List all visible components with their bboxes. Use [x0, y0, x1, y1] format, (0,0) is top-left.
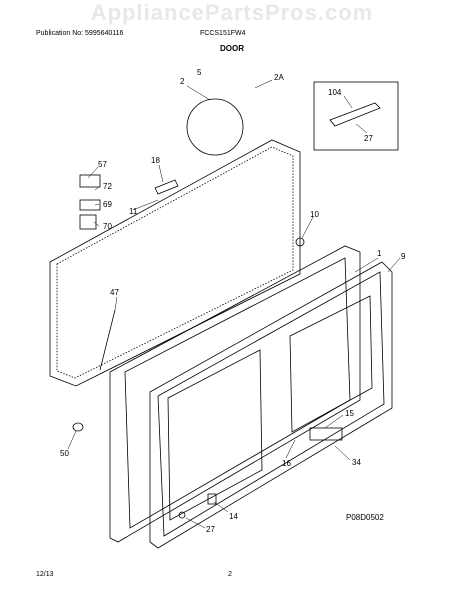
leader-lines [67, 79, 401, 529]
screw-part [207, 493, 217, 505]
hinge-detail-circle [186, 98, 244, 156]
lock-part [79, 174, 101, 188]
callout-34: 34 [352, 458, 361, 467]
callout-104: 104 [328, 88, 342, 97]
callout-50: 50 [60, 449, 69, 458]
callout-11: 11 [129, 207, 138, 216]
outer-door-panel [149, 261, 393, 549]
footer-page-number: 2 [228, 571, 232, 578]
callout-27-top: 27 [364, 134, 373, 143]
bumper-part [72, 422, 84, 432]
callout-57: 57 [98, 160, 107, 169]
callout-5: 5 [197, 68, 202, 77]
model-number: FCCS151FW4 [200, 30, 246, 37]
door-liner [49, 139, 301, 387]
door-gasket [109, 245, 361, 543]
callout-10: 10 [310, 210, 319, 219]
callout-15: 15 [345, 409, 354, 418]
callout-16: 16 [282, 459, 291, 468]
plug-part [295, 237, 305, 247]
callout-70: 70 [103, 222, 112, 231]
wire-harness [99, 309, 116, 371]
footer-date: 12/13 [36, 571, 54, 578]
callout-2a: 2A [274, 73, 284, 82]
callout-14: 14 [229, 512, 238, 521]
callout-72: 72 [103, 182, 112, 191]
callout-9: 9 [401, 252, 406, 261]
handle-part [309, 427, 343, 441]
lock-cover-part [79, 214, 97, 230]
lock-plate-part [79, 199, 101, 211]
callout-1: 1 [377, 249, 382, 258]
section-title: DOOR [220, 44, 244, 53]
callout-18: 18 [151, 156, 160, 165]
inset-box [313, 81, 399, 151]
callout-27-bottom: 27 [206, 525, 215, 534]
diagram-code: P08D0502 [346, 513, 384, 522]
watermark: AppliancePartsPros.com [90, 0, 374, 25]
cap-part [178, 511, 186, 519]
publication-number: Publication No: 5995640116 [36, 30, 124, 37]
gasket-clip-part [329, 102, 381, 127]
callout-47: 47 [110, 288, 119, 297]
callout-2: 2 [180, 77, 185, 86]
callout-69: 69 [103, 200, 112, 209]
hinge-cover-part [154, 179, 179, 195]
